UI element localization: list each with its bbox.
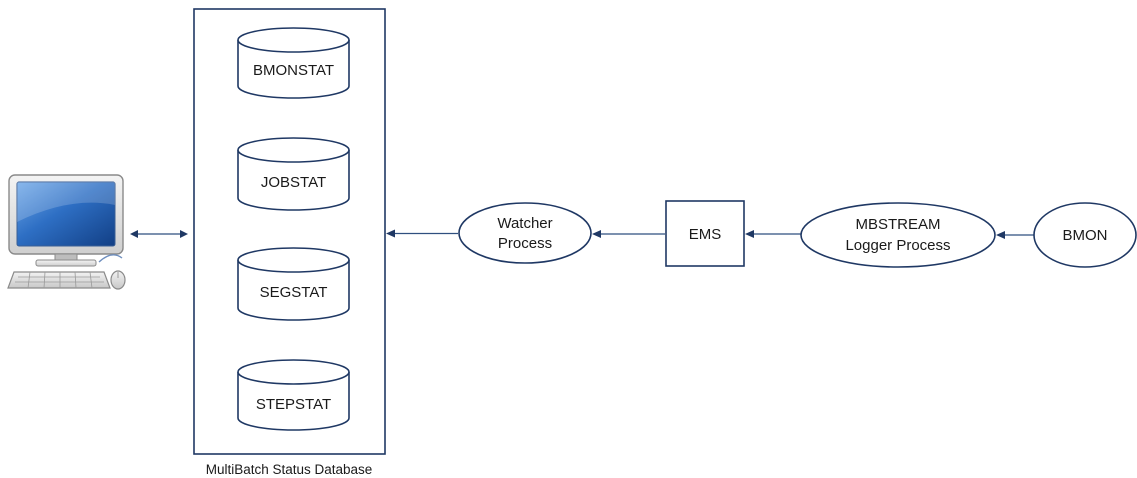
connector-ems-watcher [592, 230, 665, 238]
logger-process-node: MBSTREAM Logger Process [800, 202, 996, 268]
table-cylinder-bmonstat: BMONSTAT [237, 27, 350, 99]
connector-workstation-database [130, 230, 188, 238]
watcher-process-node: Watcher Process [458, 202, 592, 264]
table-label: JOBSTAT [261, 174, 326, 191]
watcher-label-line1: Watcher [497, 215, 552, 232]
table-cylinder-segstat: SEGSTAT [237, 247, 350, 321]
connector-bmon-logger [996, 231, 1034, 239]
desktop-computer-icon [7, 174, 126, 290]
database-caption: MultiBatch Status Database [206, 462, 373, 477]
logger-label-line1: MBSTREAM [855, 216, 940, 233]
connector-logger-ems [745, 230, 801, 238]
table-cylinder-stepstat: STEPSTAT [237, 359, 350, 431]
bmon-node: BMON [1033, 202, 1137, 268]
logger-label-line2: Logger Process [845, 237, 950, 254]
connector-watcher-database [386, 229, 458, 238]
ems-label: EMS [689, 226, 722, 243]
watcher-label-line2: Process [498, 235, 552, 252]
table-label: SEGSTAT [260, 284, 328, 301]
ems-node: EMS [665, 200, 745, 267]
table-label: BMONSTAT [253, 62, 334, 79]
table-label: STEPSTAT [256, 396, 331, 413]
bmon-label: BMON [1063, 227, 1108, 244]
table-cylinder-jobstat: JOBSTAT [237, 137, 350, 211]
